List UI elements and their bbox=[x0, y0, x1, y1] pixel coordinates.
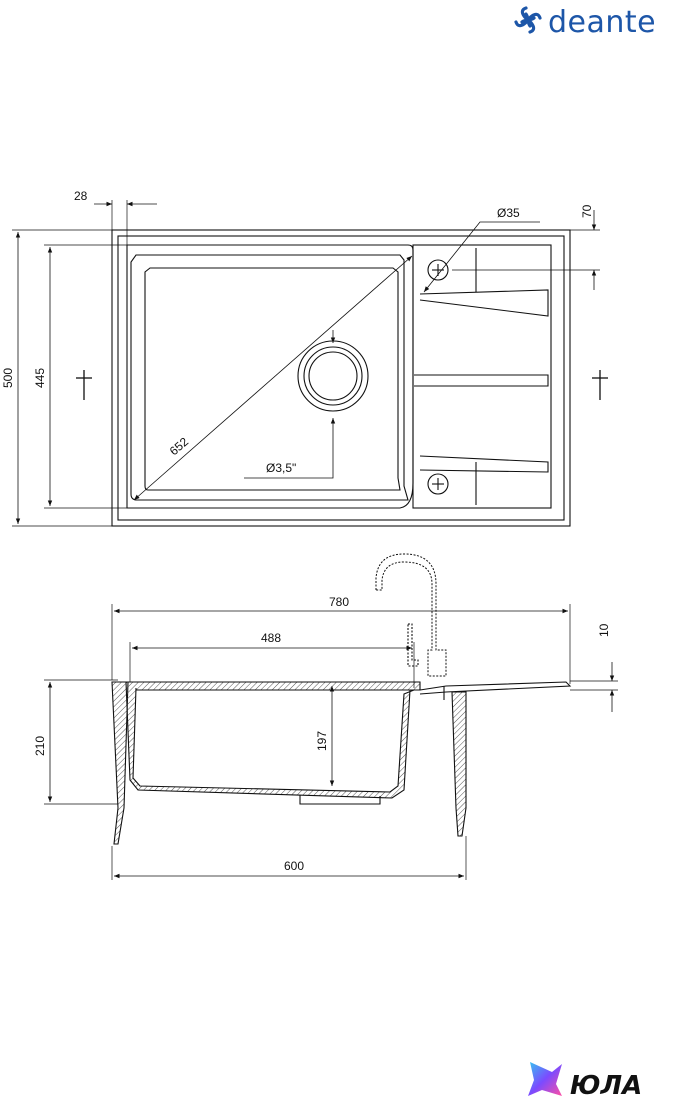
drainboard-outline bbox=[412, 244, 552, 509]
tap-hole-top bbox=[427, 259, 449, 281]
drain-leader-line bbox=[244, 418, 336, 479]
yula-watermark: ЮЛА bbox=[528, 1062, 642, 1100]
dim-label-600: 600 bbox=[284, 859, 304, 873]
tap-hole-bottom bbox=[427, 473, 449, 495]
sink-outer-outline bbox=[111, 229, 571, 527]
dim-label-210: 210 bbox=[33, 736, 47, 756]
dim-label-10: 10 bbox=[597, 623, 611, 637]
watermark-name: ЮЛА bbox=[570, 1071, 642, 1100]
dim-label-652: 652 bbox=[167, 434, 192, 458]
dim-label-28: 28 bbox=[74, 189, 88, 203]
right-wall-section bbox=[451, 691, 467, 837]
hole-leader-line bbox=[423, 221, 540, 293]
drainboard-rib-bottom bbox=[419, 455, 549, 473]
faucet-lever bbox=[407, 623, 419, 667]
deante-logo-icon bbox=[514, 6, 542, 34]
dim-label-70: 70 bbox=[580, 204, 594, 218]
dim-label-hole-diameter: Ø35 bbox=[497, 206, 520, 220]
dim-label-197: 197 bbox=[315, 731, 329, 751]
drain-middle bbox=[303, 346, 363, 406]
dim-label-488: 488 bbox=[261, 631, 281, 645]
side-view bbox=[44, 553, 618, 880]
drain-inner bbox=[308, 351, 358, 401]
drainboard-rib-top bbox=[419, 289, 549, 317]
left-wall-section bbox=[111, 681, 129, 845]
diagonal-dimension-line bbox=[133, 255, 413, 501]
dim-label-445: 445 bbox=[33, 368, 47, 388]
top-view bbox=[12, 200, 608, 527]
yula-logo-icon bbox=[528, 1062, 562, 1096]
brand-name: deante bbox=[548, 5, 656, 40]
deante-logo: deante bbox=[514, 5, 656, 40]
drain-stub bbox=[299, 795, 381, 805]
section-marker-right bbox=[592, 370, 608, 400]
drainboard-rib-middle bbox=[414, 374, 549, 387]
dim-label-500: 500 bbox=[1, 368, 15, 388]
bowl-section bbox=[125, 681, 421, 799]
section-marker-left bbox=[76, 370, 92, 400]
dim-label-drain-size: Ø3,5" bbox=[266, 461, 296, 475]
dim-label-780: 780 bbox=[329, 595, 349, 609]
sink-outer-rim bbox=[117, 235, 565, 521]
faucet-outline bbox=[375, 553, 447, 677]
drainboard-profile bbox=[419, 681, 572, 695]
